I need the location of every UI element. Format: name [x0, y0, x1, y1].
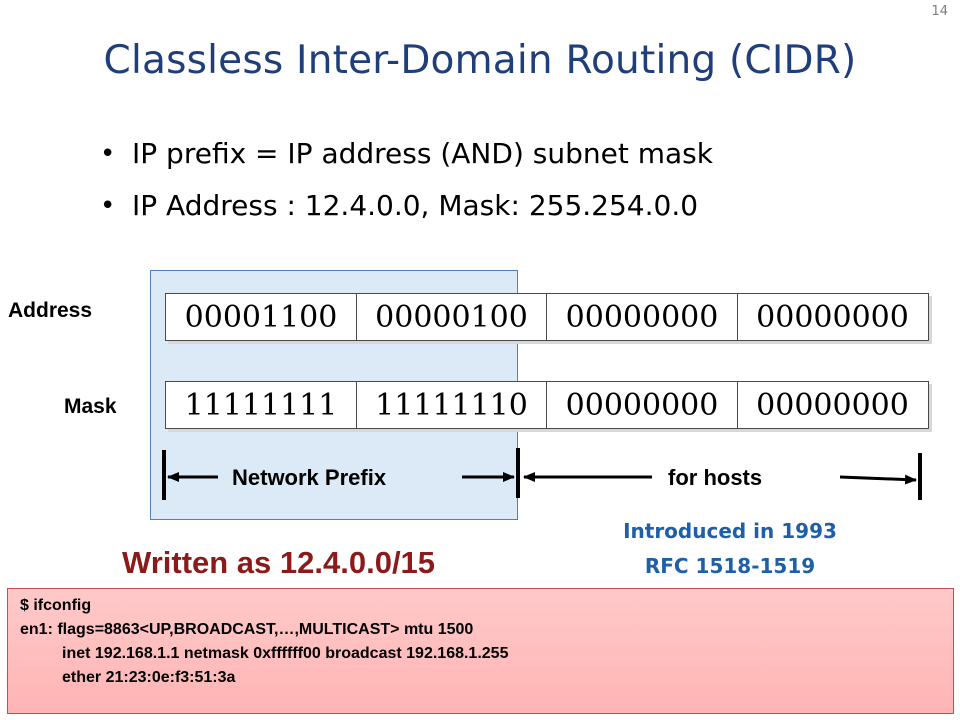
- introduced-rfc: RFC 1518-1519: [644, 554, 816, 578]
- hosts-right-arrow: [839, 474, 917, 485]
- mask-octet: 11111111: [165, 381, 357, 429]
- terminal-line: en1: flags=8863<UP,BROADCAST,…,MULTICAST…: [20, 621, 474, 638]
- mask-label: Mask: [64, 395, 117, 418]
- address-octet: 00001100: [165, 293, 357, 341]
- address-octet: 00000100: [355, 293, 548, 341]
- for-hosts-label: for hosts: [668, 465, 763, 490]
- address-octets: 00001100 00000100 00000000 00000000: [165, 293, 929, 343]
- slide-number: 14: [931, 4, 948, 19]
- bullet-dot-icon: •: [100, 139, 116, 169]
- network-prefix-label: Network Prefix: [232, 465, 387, 490]
- address-octet: 00000000: [736, 293, 929, 341]
- bullet-text: IP Address : 12.4.0.0, Mask: 255.254.0.0: [132, 189, 699, 222]
- bullet-dot-icon: •: [100, 191, 116, 221]
- mask-octets: 11111111 11111110 00000000 00000000: [165, 381, 929, 431]
- terminal-line: inet 192.168.1.1 netmask 0xffffff00 broa…: [62, 645, 509, 662]
- introduced-note: Introduced in 1993 RFC 1518-1519: [600, 514, 860, 584]
- bullet-item: • IP prefix = IP address (AND) subnet mas…: [100, 132, 713, 184]
- mask-octet: 00000000: [546, 381, 738, 429]
- slide-title: Classless Inter-Domain Routing (CIDR): [103, 38, 857, 83]
- introduced-year: Introduced in 1993: [623, 519, 837, 543]
- cidr-notation: Written as 12.4.0.0/15: [122, 545, 436, 580]
- terminal-line: $ ifconfig: [20, 597, 92, 614]
- address-label: Address: [8, 299, 93, 322]
- mask-octet: 00000000: [736, 381, 929, 429]
- address-octet: 00000000: [546, 293, 738, 341]
- bullet-list: • IP prefix = IP address (AND) subnet mas…: [100, 132, 713, 236]
- mask-octet: 11111110: [355, 381, 548, 429]
- ifconfig-terminal-box: $ ifconfig en1: flags=8863<UP,BROADCAST,…: [7, 588, 954, 714]
- terminal-line: ether 21:23:0e:f3:51:3a: [62, 669, 236, 686]
- bullet-text: IP prefix = IP address (AND) subnet mask: [132, 137, 713, 170]
- bullet-item: • IP Address : 12.4.0.0, Mask: 255.254.0.…: [100, 184, 713, 236]
